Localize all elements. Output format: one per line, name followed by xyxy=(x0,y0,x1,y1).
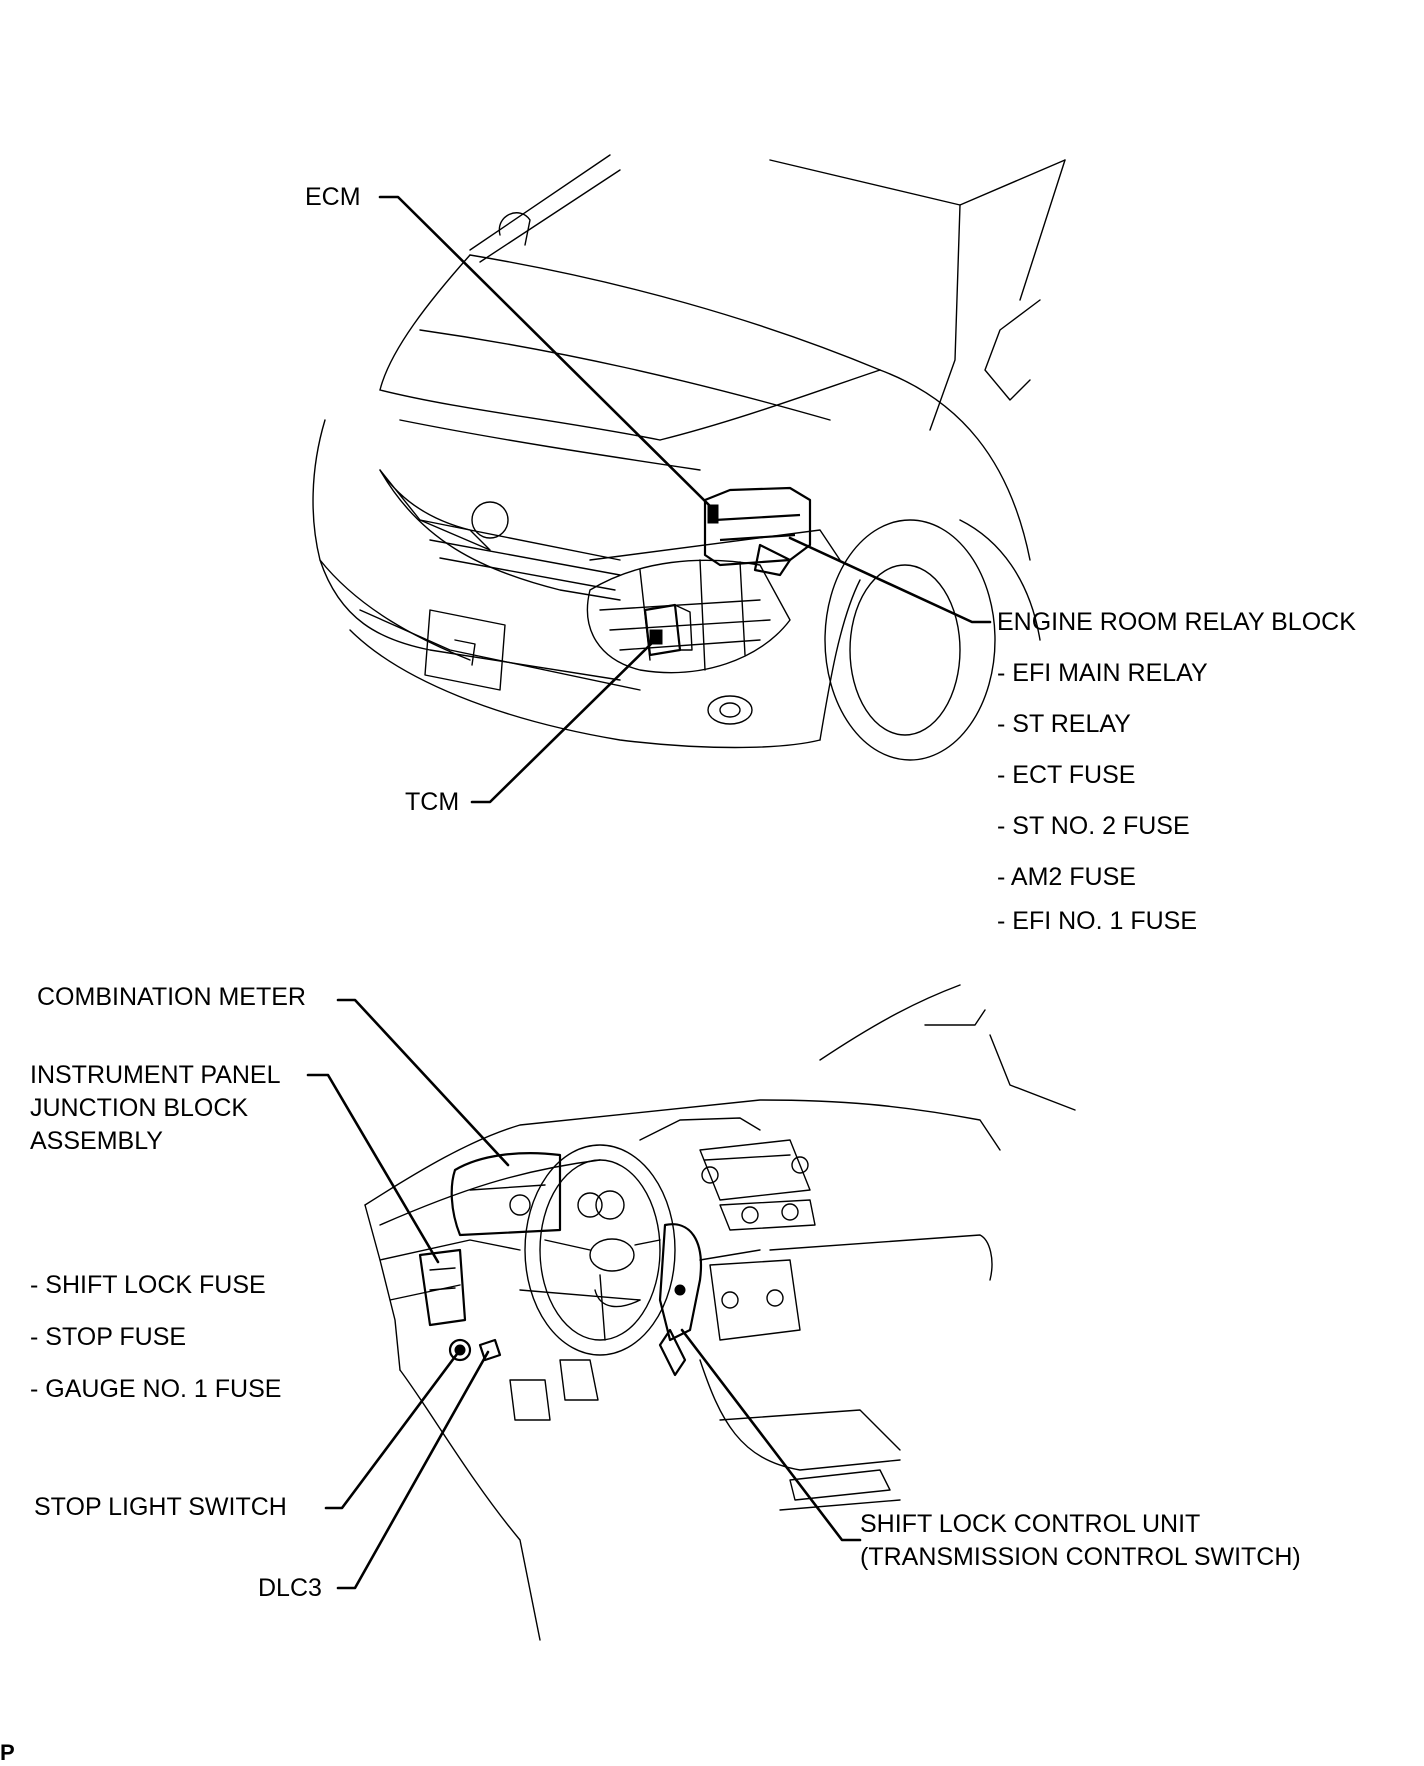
junction-block-label-line: ASSEMBLY xyxy=(30,1127,163,1155)
stop-light-switch-label: STOP LIGHT SWITCH xyxy=(34,1493,287,1521)
relay-block-item: - EFI NO. 1 FUSE xyxy=(997,907,1198,935)
shift-lock-label-line2: (TRANSMISSION CONTROL SWITCH) xyxy=(860,1543,1301,1571)
relay-block-item: - ST NO. 2 FUSE xyxy=(997,812,1190,840)
leader-shift-lock xyxy=(680,1328,862,1542)
leader-stop-light-switch xyxy=(324,1348,462,1510)
relay-block-item: - EFI MAIN RELAY xyxy=(997,659,1208,687)
leader-ecm xyxy=(378,195,714,510)
leader-dlc3 xyxy=(336,1350,490,1590)
relay-block-item: - AM2 FUSE xyxy=(997,863,1136,891)
leader-engine-room-relay-block xyxy=(788,536,992,624)
vehicle-front-illustration xyxy=(312,154,1066,761)
junction-block-label-line: INSTRUMENT PANEL xyxy=(30,1061,281,1089)
engine-room-relay-block-label: ENGINE ROOM RELAY BLOCK xyxy=(997,608,1356,636)
corner-code: P xyxy=(0,1740,15,1765)
relay-block-item: - ST RELAY xyxy=(997,710,1131,738)
junction-block-label-line: JUNCTION BLOCK xyxy=(30,1094,249,1122)
relay-block-item: - ECT FUSE xyxy=(997,761,1136,789)
ecm-label: ECM xyxy=(305,183,361,211)
leader-tcm xyxy=(470,638,657,804)
leader-lines xyxy=(306,195,992,1590)
junction-block-item: - SHIFT LOCK FUSE xyxy=(30,1271,266,1299)
vehicle-interior-illustration xyxy=(364,984,1076,1641)
leader-combination-meter xyxy=(336,998,510,1167)
junction-block-item: - GAUGE NO. 1 FUSE xyxy=(30,1375,282,1403)
shift-lock-label-line1: SHIFT LOCK CONTROL UNIT xyxy=(860,1510,1201,1538)
dlc3-label: DLC3 xyxy=(258,1574,322,1602)
tcm-label: TCM xyxy=(405,788,460,816)
leader-junction-block xyxy=(306,1073,440,1264)
junction-block-item: - STOP FUSE xyxy=(30,1323,187,1351)
combination-meter-label: COMBINATION METER xyxy=(37,983,306,1011)
